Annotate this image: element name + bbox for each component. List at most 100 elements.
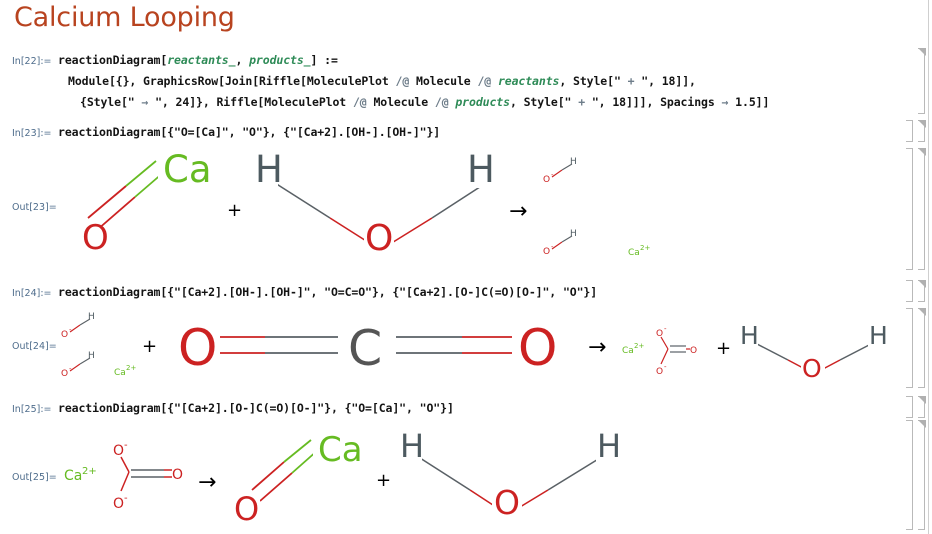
charge-label-minus: - bbox=[69, 326, 72, 334]
atom-label-hydrogen: H bbox=[400, 427, 424, 465]
operator-arrow: → bbox=[588, 335, 606, 360]
cell-label-in-23: In[23]:= bbox=[12, 128, 52, 139]
charge-label-minus: - bbox=[124, 493, 128, 504]
cell-label-in-25: In[25]:= bbox=[12, 404, 52, 415]
molecule-calcium-hydroxide-23: O - H O - H Ca 2+ bbox=[543, 157, 650, 258]
atom-label-oxygen: O bbox=[365, 218, 393, 259]
atom-label-calcium: Ca bbox=[318, 430, 363, 470]
cell-bracket-out-marker-25 bbox=[918, 420, 926, 428]
atom-label-hydrogen: H bbox=[88, 312, 95, 322]
atom-label-carbon: C bbox=[348, 320, 382, 377]
code-line-22-1[interactable]: reactionDiagram[reactants_, products_] :… bbox=[58, 53, 338, 67]
atom-label-oxygen-anion: O bbox=[113, 443, 124, 459]
atom-label-calcium-ion: Ca bbox=[628, 248, 640, 258]
cell-bracket-out-25[interactable] bbox=[918, 420, 925, 530]
charge-label-minus: - bbox=[69, 365, 72, 373]
atom-label-hydrogen: H bbox=[255, 148, 283, 191]
cell-label-out-23: Out[23]= bbox=[12, 202, 57, 213]
cell-bracket-eval-marker-24 bbox=[918, 280, 926, 288]
cell-bracket-in-22[interactable] bbox=[918, 48, 925, 114]
atom-label-hydrogen: H bbox=[740, 321, 759, 350]
atom-label-oxygen-anion: O bbox=[543, 175, 550, 185]
operator-plus: + bbox=[142, 336, 157, 357]
atom-label-oxygen-anion: O bbox=[61, 369, 68, 379]
operator-arrow: → bbox=[509, 199, 527, 224]
code-line-22-2[interactable]: Module[{}, GraphicsRow[Join[Riffle[Molec… bbox=[68, 74, 696, 88]
cell-group-bracket-out-25[interactable] bbox=[906, 420, 913, 530]
molecule-water-23: H O H bbox=[252, 148, 495, 259]
cell-bracket-eval-marker-22 bbox=[918, 48, 926, 56]
atom-label-oxygen-anion: O bbox=[113, 496, 124, 512]
cell-group-bracket-25[interactable] bbox=[906, 396, 913, 418]
atom-label-hydrogen: H bbox=[597, 427, 621, 465]
molecule-canvas-25: Ca 2+ O - O - O → O Ca bbox=[64, 427, 621, 528]
operator-plus: + bbox=[716, 338, 731, 359]
notebook-title: Calcium Looping bbox=[14, 2, 235, 33]
charge-label-minus: - bbox=[551, 171, 554, 179]
charge-label-2plus: 2+ bbox=[126, 364, 136, 372]
atom-label-oxygen: O bbox=[178, 319, 217, 377]
charge-label-minus: - bbox=[551, 243, 554, 251]
molecule-carbon-dioxide-24: O C O bbox=[176, 319, 558, 377]
code-line-25[interactable]: reactionDiagram[{"[Ca+2].[O-]C(=O)[O-]"}… bbox=[58, 401, 454, 415]
atom-label-oxygen: O bbox=[802, 354, 822, 383]
atom-label-oxygen: O bbox=[234, 490, 259, 528]
charge-label-2plus: 2+ bbox=[82, 466, 97, 477]
atom-label-calcium: Ca bbox=[163, 148, 212, 191]
cell-group-bracket-out-24[interactable] bbox=[906, 308, 913, 388]
molecule-cao-23: O Ca bbox=[72, 148, 214, 258]
atom-label-oxygen: O bbox=[494, 483, 520, 522]
atom-label-hydrogen: H bbox=[467, 148, 495, 191]
code-line-23[interactable]: reactionDiagram[{"O=[Ca]", "O"}, {"[Ca+2… bbox=[58, 125, 441, 139]
charge-label-2plus: 2+ bbox=[634, 342, 644, 350]
charge-label-minus: - bbox=[664, 363, 667, 371]
cell-bracket-out-marker-23 bbox=[918, 148, 926, 156]
atom-label-oxygen-anion: O bbox=[543, 247, 550, 257]
atom-label-calcium-ion: Ca bbox=[64, 468, 82, 484]
molecule-cao-25: O Ca bbox=[232, 430, 365, 528]
cell-bracket-eval-marker-23 bbox=[918, 120, 926, 128]
cell-group-bracket-24[interactable] bbox=[906, 280, 913, 302]
cell-bracket-out-24[interactable] bbox=[918, 308, 925, 388]
cell-label-out-24: Out[24]= bbox=[12, 341, 57, 352]
charge-label-2plus: 2+ bbox=[640, 244, 650, 252]
cell-bracket-out-23[interactable] bbox=[918, 148, 925, 270]
atom-label-hydrogen: H bbox=[869, 321, 888, 350]
molecule-calcium-hydroxide-24: O - H O - H Ca 2+ bbox=[61, 312, 136, 379]
charge-label-minus: - bbox=[124, 440, 128, 451]
operator-arrow: → bbox=[198, 470, 216, 495]
cell-label-in-24: In[24]:= bbox=[12, 288, 52, 299]
molecule-water-25: H O H bbox=[398, 427, 621, 522]
operator-plus: + bbox=[376, 470, 391, 491]
cell-group-bracket-out-23[interactable] bbox=[906, 148, 913, 270]
atom-label-oxygen: O bbox=[82, 218, 109, 258]
cell-label-out-25: Out[25]= bbox=[12, 472, 57, 483]
molecule-calcium-carbonate-24: Ca 2+ O - O - O bbox=[622, 325, 697, 377]
reaction-diagram-out-25: Ca 2+ O - O - O → O Ca bbox=[0, 424, 932, 532]
molecule-calcium-carbonate-25: Ca 2+ O - O - O bbox=[64, 440, 183, 512]
code-line-24[interactable]: reactionDiagram[{"[Ca+2].[OH-].[OH-]", "… bbox=[58, 285, 598, 299]
molecule-canvas-23: O Ca + H O H → O - H bbox=[72, 148, 650, 259]
reaction-diagram-out-24: O - H O - H Ca 2+ + O bbox=[0, 312, 932, 384]
atom-label-hydrogen: H bbox=[570, 157, 577, 167]
atom-label-oxygen-anion: O bbox=[656, 367, 663, 377]
atom-label-oxygen-anion: O bbox=[656, 329, 663, 339]
atom-label-oxygen: O bbox=[518, 319, 557, 377]
atom-label-oxygen: O bbox=[690, 346, 697, 356]
charge-label-minus: - bbox=[664, 325, 667, 333]
atom-label-calcium-ion: Ca bbox=[622, 346, 634, 356]
reaction-diagram-out-23: O Ca + H O H → O - H bbox=[0, 148, 932, 265]
atom-label-oxygen-anion: O bbox=[61, 330, 68, 340]
cell-label-in-22: In[22]:= bbox=[12, 56, 52, 67]
notebook-outer-bracket bbox=[928, 0, 929, 534]
cell-bracket-eval-marker-25 bbox=[918, 396, 926, 404]
operator-plus: + bbox=[227, 200, 242, 221]
code-line-22-3[interactable]: {Style[" → ", 24]}, Riffle[MoleculePlot … bbox=[80, 95, 770, 109]
molecule-canvas-24: O - H O - H Ca 2+ + O bbox=[61, 312, 888, 383]
atom-label-oxygen: O bbox=[172, 467, 183, 483]
atom-label-hydrogen: H bbox=[88, 351, 95, 361]
atom-label-hydrogen: H bbox=[570, 229, 577, 239]
molecule-water-24: H O H bbox=[738, 321, 888, 383]
cell-group-bracket-23[interactable] bbox=[906, 120, 913, 142]
atom-label-calcium-ion: Ca bbox=[114, 368, 126, 378]
